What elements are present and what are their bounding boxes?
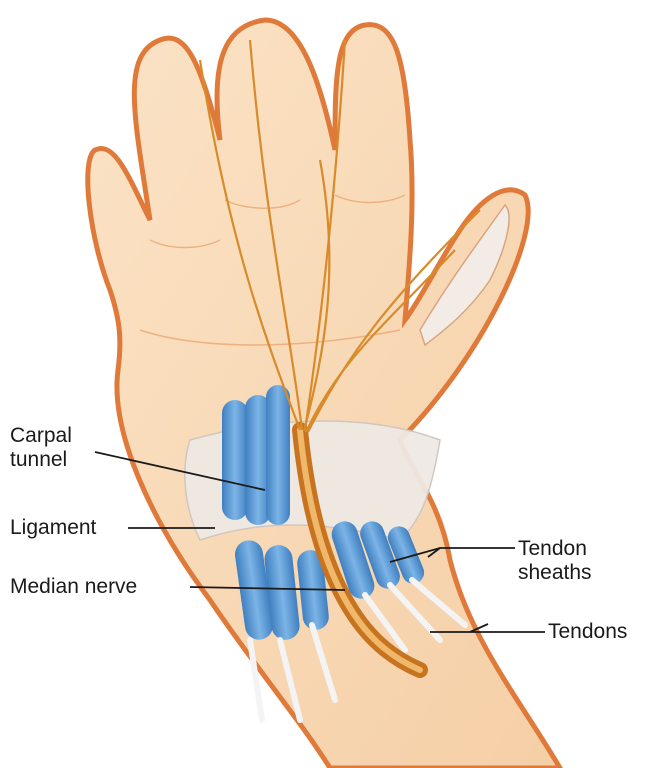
tendon-sheaths-label-line-1: Tendon bbox=[518, 537, 587, 560]
carpal-tunnel-leader bbox=[94, 451, 266, 491]
nerve-branches bbox=[198, 39, 481, 433]
ligament-label: Ligament bbox=[10, 516, 97, 539]
tendons-leader-2 bbox=[469, 623, 489, 633]
tendons bbox=[247, 577, 468, 723]
tendon-sheaths-label: Tendon sheaths bbox=[518, 537, 592, 585]
carpal-tunnel-label-line-2: tunnel bbox=[10, 448, 68, 471]
tendon-sheaths-leader-2 bbox=[427, 547, 441, 558]
tendon-sheaths-label-line-2: sheaths bbox=[518, 561, 592, 584]
median-nerve-label: Median nerve bbox=[10, 575, 138, 598]
carpal-tunnel-label-line-1: Carpal bbox=[10, 424, 72, 447]
leader-lines bbox=[94, 451, 545, 633]
thumb-structure bbox=[419, 203, 510, 347]
tendons-label: Tendons bbox=[548, 620, 628, 643]
carpal-tunnel-label: Carpal tunnel bbox=[10, 424, 72, 472]
finger-creases bbox=[139, 194, 406, 346]
median-nerve-leader bbox=[189, 586, 346, 591]
